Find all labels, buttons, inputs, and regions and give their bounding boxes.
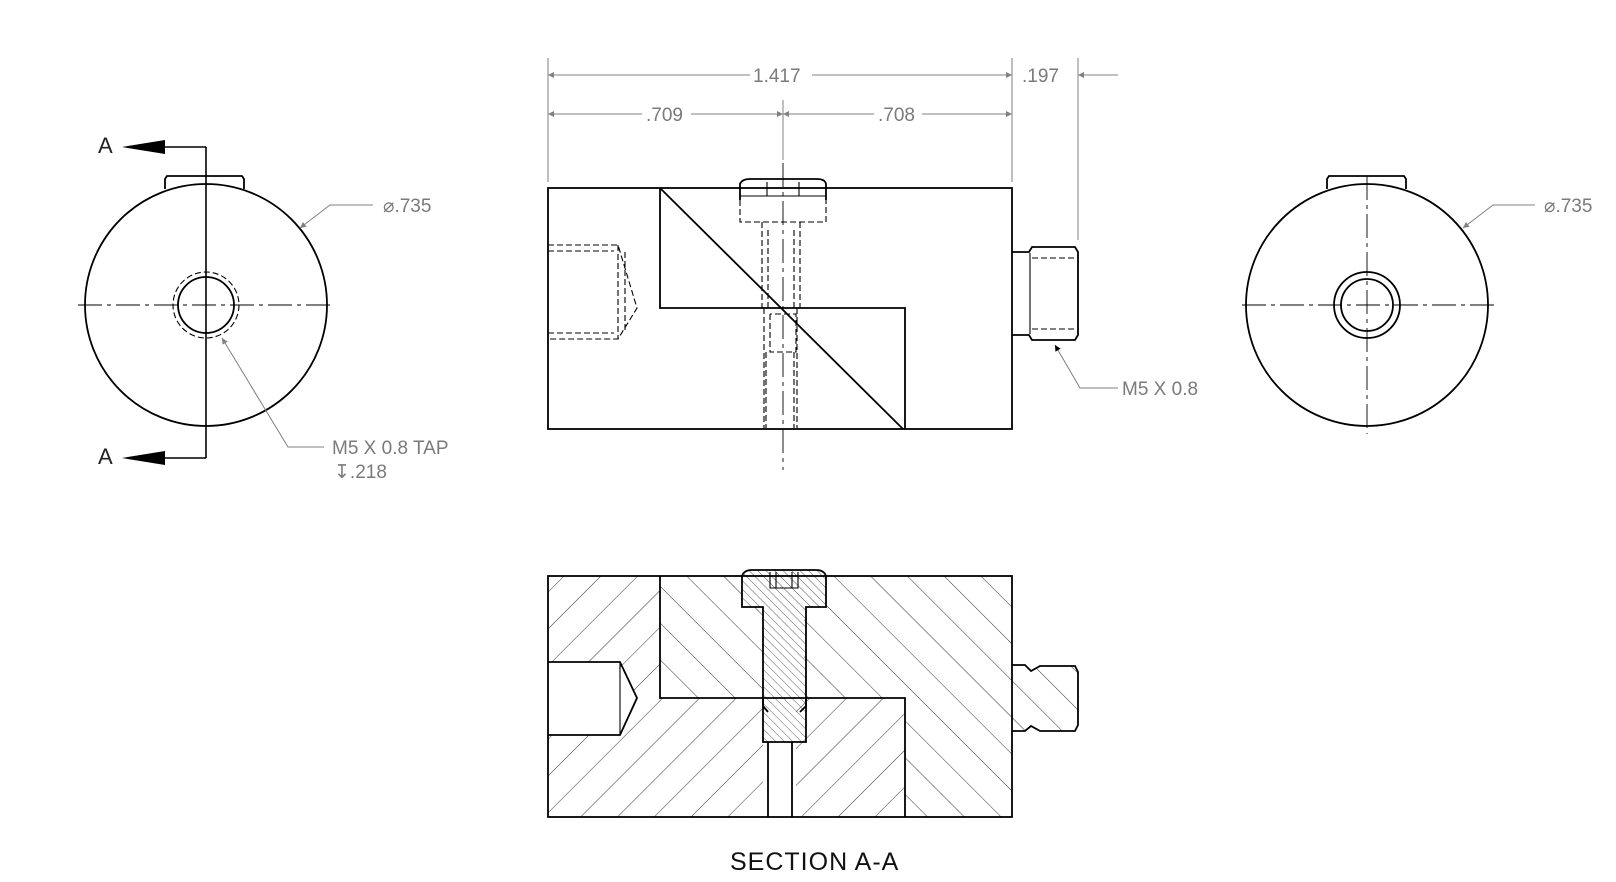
section-arrow-bottom bbox=[122, 451, 165, 465]
front-hidden-tap bbox=[548, 244, 638, 340]
right-view: ⌀.735 bbox=[1242, 175, 1592, 434]
section-label-bottom: A bbox=[98, 444, 113, 469]
front-stud bbox=[1012, 246, 1079, 341]
front-view: 1.417 .709 .708 .197 M5 X 0.8 bbox=[547, 58, 1198, 470]
section-title: SECTION A-A bbox=[730, 848, 899, 876]
dim-right-half: .708 bbox=[878, 105, 915, 126]
dim-stud-length: .197 bbox=[1022, 66, 1059, 87]
left-diameter-callout: ⌀.735 bbox=[383, 196, 431, 217]
right-diameter-callout: ⌀.735 bbox=[1544, 196, 1592, 217]
dim-left-half: .709 bbox=[646, 105, 683, 126]
section-cut-line: A A bbox=[98, 133, 207, 469]
front-body bbox=[547, 187, 1013, 430]
tap-callout-line2: ↧.218 bbox=[334, 462, 387, 483]
dim-overall-length: 1.417 bbox=[753, 66, 801, 87]
section-arrow-top bbox=[122, 140, 165, 154]
section-view: SECTION A-A bbox=[547, 569, 1079, 876]
thread-callout: M5 X 0.8 bbox=[1122, 379, 1198, 400]
left-view: A A ⌀.735 M5 X 0.8 TAP ↧.218 bbox=[78, 133, 449, 483]
section-label-top: A bbox=[98, 133, 113, 158]
tap-callout-line1: M5 X 0.8 TAP bbox=[332, 438, 449, 459]
